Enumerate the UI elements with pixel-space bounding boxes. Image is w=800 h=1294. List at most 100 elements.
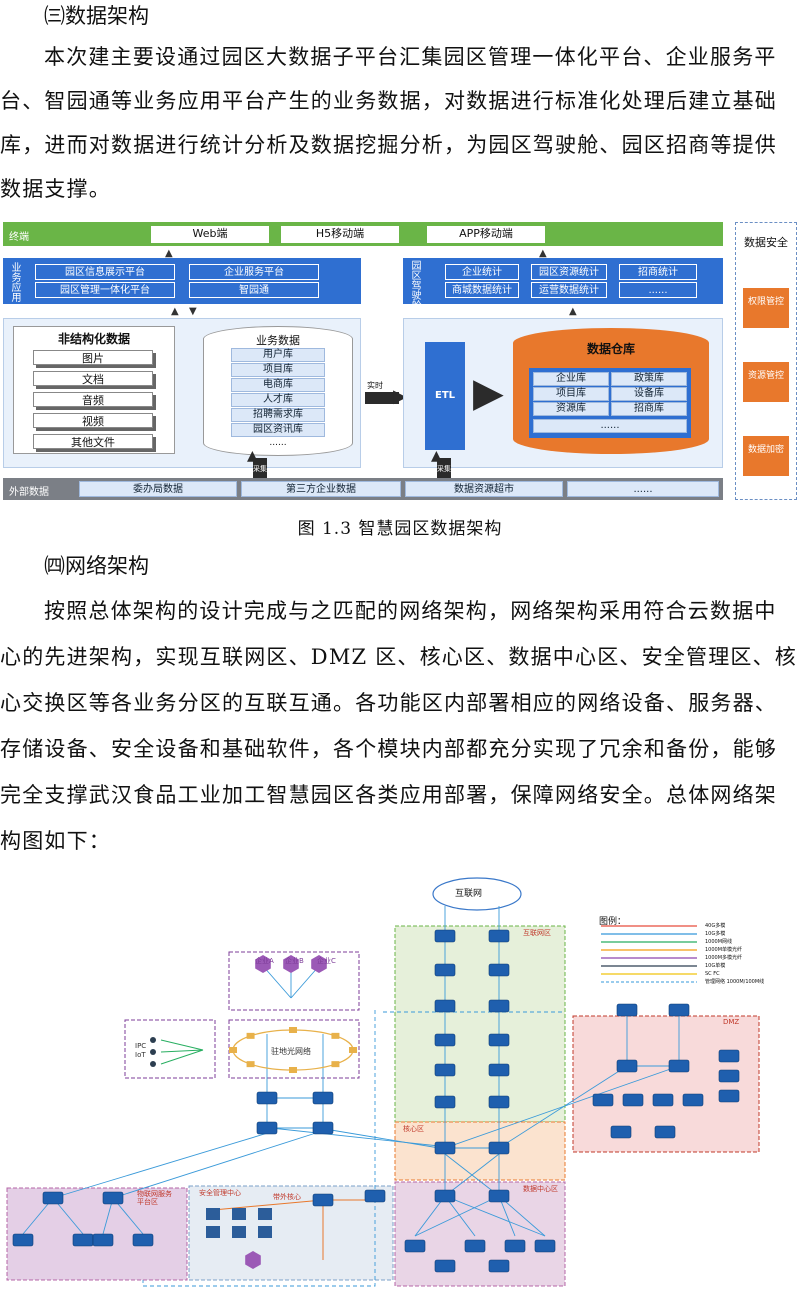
warehouse-item: 招商库 xyxy=(611,402,687,416)
camera-icon xyxy=(150,1049,156,1055)
security-item xyxy=(743,436,789,476)
arrow-icon: ▼ xyxy=(189,306,197,317)
server-icon xyxy=(232,1208,246,1220)
network-switch-icon xyxy=(654,1125,676,1139)
network-switch-icon xyxy=(488,1033,510,1047)
network-switch-icon xyxy=(488,1141,510,1155)
network-architecture-figure: 互联网 图例： 40G多模 10G多模 1000M网线 1000M单模光纤 10… xyxy=(3,870,797,1290)
ring-node-icon xyxy=(229,1047,237,1053)
server-icon xyxy=(206,1226,220,1238)
unstructured-item: 其他文件 xyxy=(33,434,153,449)
network-switch-icon xyxy=(718,1049,740,1063)
network-switch-icon xyxy=(434,929,456,943)
router-icon xyxy=(255,955,271,973)
security-item xyxy=(743,288,789,328)
figure-caption: 图 1.3 智慧园区数据架构 xyxy=(297,519,503,539)
network-switch-icon xyxy=(312,1193,334,1207)
terminal-item: APP移动端 xyxy=(427,226,545,243)
network-switch-icon xyxy=(488,929,510,943)
network-switch-icon xyxy=(534,1239,556,1253)
warehouse-item: 设备库 xyxy=(611,387,687,401)
paragraph-line: 心的先进架构，实现互联网区、DMZ 区、核心区、数据中心区、安全管理区、核 xyxy=(0,645,798,669)
collect-label: 采集 xyxy=(437,465,451,473)
network-switch-icon xyxy=(668,1003,690,1017)
collect-label: 采集 xyxy=(253,465,267,473)
network-switch-icon xyxy=(42,1191,64,1205)
cockpit-cell: ...... xyxy=(619,282,697,298)
terminal-label: 终端 xyxy=(9,232,29,243)
legend-item: 1000M单模光纤 xyxy=(705,947,743,953)
external-item: ...... xyxy=(567,481,719,497)
etl-label: ETL xyxy=(434,390,456,401)
network-switch-icon xyxy=(488,1189,510,1203)
realtime-arrow xyxy=(365,392,399,404)
ring-node-icon xyxy=(289,1027,297,1033)
network-switch-icon xyxy=(132,1233,154,1247)
business-data-item: 园区资讯库 xyxy=(231,423,325,437)
network-switch-icon xyxy=(652,1093,674,1107)
data-architecture-figure: 终端 Web端 H5移动端 APP移动端 ▲ ▲ 业务应用 园区信息展示平台 企… xyxy=(3,222,799,502)
network-switch-icon xyxy=(72,1233,94,1247)
etl-block xyxy=(425,342,465,450)
zone-label-ring: 驻地光网络 xyxy=(271,1047,311,1056)
warehouse-item: 政策库 xyxy=(611,372,687,386)
cockpit-cell: 企业统计 xyxy=(445,264,519,280)
zone-label-ipc: IPC IoT xyxy=(135,1042,147,1059)
network-switch-icon xyxy=(434,1095,456,1109)
network-switch-icon xyxy=(718,1069,740,1083)
business-data-item: 人才库 xyxy=(231,393,325,407)
unstructured-item: 文档 xyxy=(33,371,153,386)
legend-list: 40G多模 10G多模 1000M网线 1000M单模光纤 1000M多模光纤 … xyxy=(705,922,764,986)
realtime-label: 实时 xyxy=(367,381,383,390)
external-item: 委办局数据 xyxy=(79,481,237,497)
app-cell: 园区信息展示平台 xyxy=(35,264,175,280)
network-switch-icon xyxy=(102,1191,124,1205)
security-column xyxy=(735,222,797,500)
paragraph-line: 构图如下： xyxy=(0,829,111,853)
security-item-label: 数据加密 xyxy=(747,445,784,455)
network-switch-icon xyxy=(434,1033,456,1047)
terminal-item: Web端 xyxy=(151,226,269,243)
arrow-icon: ▲ xyxy=(247,448,258,464)
terminal-item: H5移动端 xyxy=(281,226,399,243)
legend-item: 1000M多模光纤 xyxy=(705,955,743,961)
ring-node-icon xyxy=(246,1032,255,1039)
business-data-item: 项目库 xyxy=(231,363,325,377)
arrow-icon: ▲ xyxy=(431,448,442,464)
paragraph-line: 存储设备、安全设备和基础软件，各个模块内部都充分实现了冗余和备份，能够 xyxy=(0,737,777,761)
network-switch-icon xyxy=(504,1239,526,1253)
legend-item: 1000M网线 xyxy=(705,939,733,945)
external-label: 外部数据 xyxy=(9,487,49,498)
network-switch-icon xyxy=(434,1063,456,1077)
paragraph-line: 库，进而对数据进行统计分析及数据挖掘分析，为园区驾驶舱、园区招商等提供 xyxy=(0,133,777,157)
zone-label-outer-core: 带外核心 xyxy=(273,1193,301,1201)
router-icon xyxy=(283,955,299,973)
paragraph-line: 数据支撑。 xyxy=(0,177,111,201)
router-icon xyxy=(245,1251,261,1269)
collect-arrow xyxy=(437,458,451,478)
company-label: 企业B xyxy=(285,957,304,965)
zone-label-internet: 互联网区 xyxy=(523,929,551,937)
arrow-icon: ▲ xyxy=(569,306,577,317)
ring-node-icon xyxy=(331,1061,340,1068)
network-switch-icon xyxy=(668,1059,690,1073)
unstructured-title: 非结构化数据 xyxy=(57,332,130,346)
cockpit-cell: 招商统计 xyxy=(619,264,697,280)
router-icon xyxy=(311,955,327,973)
company-label: 企业A xyxy=(255,957,274,965)
security-title: 数据安全 xyxy=(744,236,788,249)
ring-node-icon xyxy=(331,1032,340,1039)
network-switch-icon xyxy=(616,1059,638,1073)
warehouse-item: 企业库 xyxy=(533,372,609,386)
cloud-label: 互联网 xyxy=(455,889,483,899)
network-switch-icon xyxy=(312,1121,334,1135)
network-switch-icon xyxy=(488,1095,510,1109)
ring-node-icon xyxy=(289,1067,297,1073)
network-switch-icon xyxy=(404,1239,426,1253)
network-switch-icon xyxy=(464,1239,486,1253)
network-switch-icon xyxy=(622,1093,644,1107)
legend-item: 管理网络 1000M/100M线 xyxy=(705,979,765,985)
camera-icon xyxy=(150,1061,156,1067)
app-cell: 企业服务平台 xyxy=(189,264,319,280)
network-switch-icon xyxy=(592,1093,614,1107)
